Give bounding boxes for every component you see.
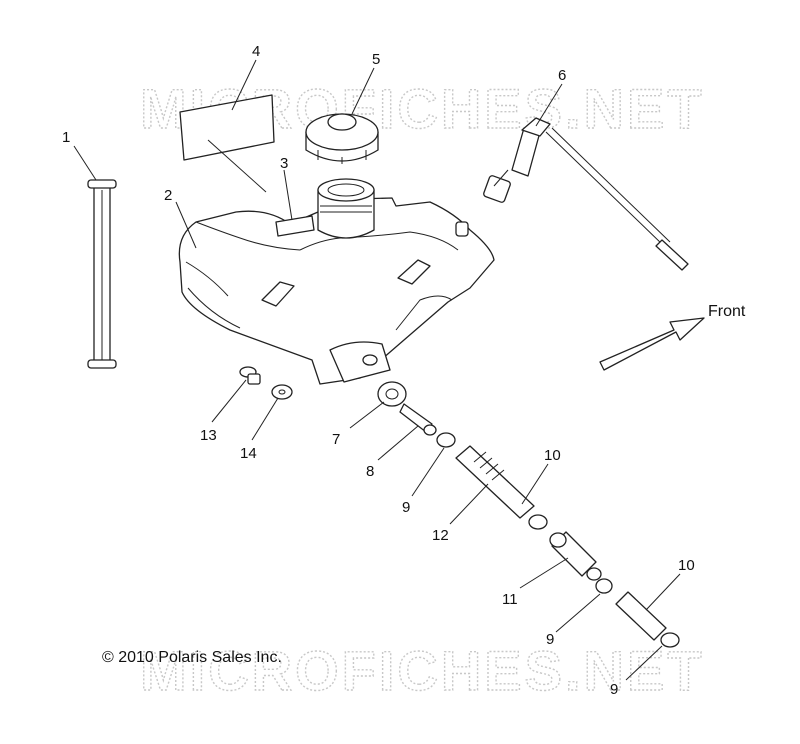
part-6-sender	[483, 117, 689, 271]
part-1-strap	[87, 179, 117, 369]
callout-6: 6	[558, 67, 566, 84]
watermark-bottom: MICROFICHES.NET	[140, 639, 705, 702]
callout-3: 3	[280, 155, 288, 172]
part-12-hose	[455, 445, 535, 519]
part-9-clamp-lower	[660, 632, 680, 648]
callout-13: 13	[200, 427, 217, 444]
part-7-grommet	[377, 381, 407, 407]
part-5-fuel-cap	[305, 113, 379, 164]
callout-7: 7	[332, 431, 340, 448]
part-4-decal	[179, 94, 275, 161]
front-label: Front	[708, 303, 746, 320]
callout-12: 12	[432, 527, 449, 544]
callout-14: 14	[240, 445, 257, 462]
part-2-fuel-tank	[178, 178, 495, 385]
callout-11: 11	[502, 591, 518, 608]
part-9-clamp-upper	[436, 432, 456, 448]
callouts: 1 2 3 4 5 6 7 8 9 10 12 11 9 10 9 13 14	[62, 43, 695, 698]
part-13-bolt	[239, 366, 261, 385]
callout-9-upper: 9	[402, 499, 410, 516]
part-clamp-near-10	[528, 514, 548, 530]
part-8-fitting	[399, 403, 437, 436]
callout-9-middle: 9	[546, 631, 554, 648]
leader-lines	[73, 59, 681, 681]
callout-10-lower: 10	[678, 557, 695, 574]
callout-10-upper: 10	[544, 447, 561, 464]
callout-1: 1	[62, 129, 70, 146]
part-14-washer	[271, 384, 293, 400]
callout-9-lower: 9	[610, 681, 618, 698]
part-9-clamp-middle	[595, 578, 613, 594]
part-11-filter	[549, 531, 602, 581]
part-10-hose-lower	[615, 591, 667, 641]
callout-5: 5	[372, 51, 380, 68]
callout-8: 8	[366, 463, 374, 480]
callout-2: 2	[164, 187, 172, 204]
front-direction-arrow: Front	[599, 303, 746, 371]
callout-4: 4	[252, 43, 260, 60]
copyright-notice: © 2010 Polaris Sales Inc.	[102, 649, 282, 666]
